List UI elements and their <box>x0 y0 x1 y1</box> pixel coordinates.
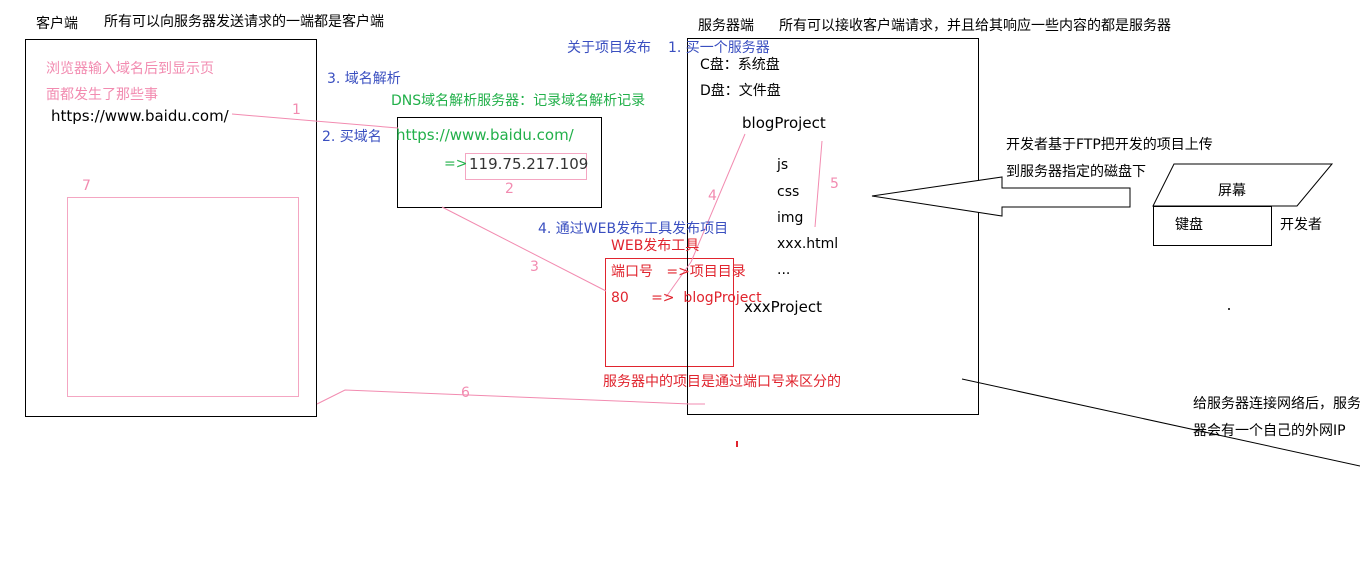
step-number-7: 7 <box>82 178 91 194</box>
publish-step4: 4. 通过WEB发布工具发布项目 <box>538 221 729 237</box>
step-number-1: 1 <box>292 102 301 118</box>
client-url: https://www.baidu.com/ <box>51 107 229 125</box>
dns-arrow: => <box>444 156 468 172</box>
step1-line <box>231 113 399 129</box>
web-tool-note: 服务器中的项目是通过端口号来区分的 <box>603 374 841 390</box>
step6-line <box>316 389 705 405</box>
web-tool-row2: 80 => blogProject <box>611 290 762 306</box>
ip-box <box>465 153 587 180</box>
server-other-project: xxxProject <box>744 298 822 316</box>
client-page-box <box>67 197 299 397</box>
step-number-2: 2 <box>505 181 514 197</box>
developer-label: 开发者 <box>1280 217 1322 233</box>
server-c-drive: C盘：系统盘 <box>700 57 780 73</box>
publish-step2: 2. 买域名 <box>322 129 382 145</box>
client-question-line1: 浏览器输入域名后到显示页 <box>46 61 214 77</box>
server-d-drive: D盘：文件盘 <box>700 83 781 99</box>
web-tool-box <box>605 258 734 367</box>
step-number-3: 3 <box>530 259 539 275</box>
server-file-img: img <box>777 210 804 226</box>
dns-url: https://www.baidu.com/ <box>396 126 574 144</box>
network-note-line2: 器会有一个自己的外网IP <box>1193 423 1346 439</box>
server-file-css: css <box>777 184 800 200</box>
keyboard-label: 键盘 <box>1175 217 1203 233</box>
server-title: 服务器端 <box>698 18 754 34</box>
ftp-arrow <box>871 176 1131 217</box>
step5-line <box>814 140 823 228</box>
server-project: blogProject <box>742 114 826 132</box>
client-question-line2: 面都发生了那些事 <box>46 87 158 103</box>
step3-line <box>441 206 607 292</box>
step4-line <box>690 133 746 263</box>
step-number-4: 4 <box>708 188 717 204</box>
server-file-js: js <box>777 157 789 173</box>
screen-label: 屏幕 <box>1218 183 1246 199</box>
server-box <box>687 38 979 415</box>
web-tool-row1: 端口号 =>项目目录 <box>611 264 746 280</box>
client-title: 客户端 <box>36 16 78 32</box>
step4-line-b <box>665 261 692 298</box>
network-line <box>961 378 1360 467</box>
server-desc: 所有可以接收客户端请求，并且给其响应一些内容的都是服务器 <box>779 18 1171 34</box>
server-file-html: xxx.html <box>777 236 839 252</box>
ftp-note-line1: 开发者基于FTP把开发的项目上传 <box>1006 137 1213 153</box>
network-note-line1: 给服务器连接网络后，服务 <box>1193 396 1360 412</box>
publish-step3: 3. 域名解析 <box>327 71 401 87</box>
dns-title: DNS域名解析服务器：记录域名解析记录 <box>391 93 646 109</box>
ftp-note-line2: 到服务器指定的磁盘下 <box>1006 164 1146 180</box>
screen-shape <box>1152 163 1334 207</box>
server-file-more: ... <box>777 262 791 278</box>
step-number-5: 5 <box>830 176 839 192</box>
web-tool-title: WEB发布工具 <box>611 238 700 254</box>
dns-box <box>397 117 602 208</box>
step-number-6: 6 <box>461 385 470 401</box>
publish-step1: 1. 买一个服务器 <box>668 40 770 56</box>
client-box <box>25 39 317 417</box>
publish-heading: 关于项目发布 <box>567 40 651 56</box>
dns-ip: 119.75.217.109 <box>469 155 589 173</box>
client-desc: 所有可以向服务器发送请求的一端都是客户端 <box>104 14 384 30</box>
